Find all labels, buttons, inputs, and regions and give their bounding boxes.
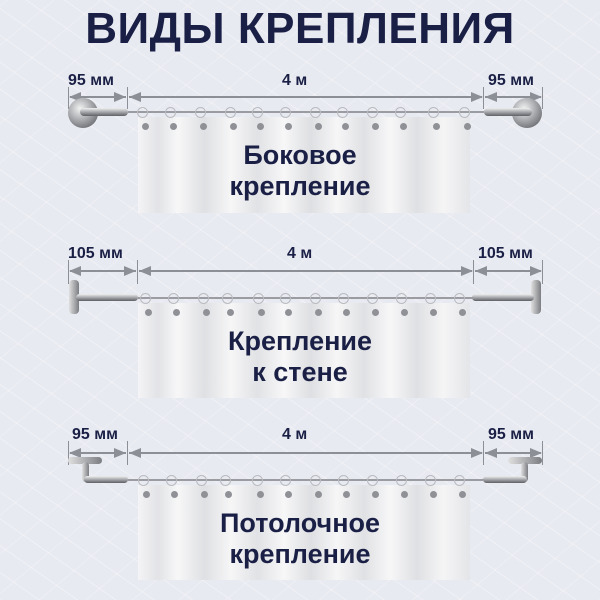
steel-cable — [128, 479, 484, 481]
left-dimension-label: 105 мм — [68, 245, 123, 262]
page-title: ВИДЫ КРЕПЛЕНИЯ — [85, 4, 515, 53]
shower-curtain-image — [138, 117, 470, 213]
mount-type-label: Крепление к стене — [0, 326, 600, 388]
right-dimension-label: 95 мм — [488, 72, 534, 89]
mount-type-label: Боковое крепление — [0, 140, 600, 202]
center-dimension-label: 4 м — [282, 426, 308, 443]
label-line-1: Потолочное — [219, 508, 381, 538]
center-dimension-label: 4 м — [287, 245, 313, 262]
center-dimension-label: 4 м — [282, 72, 308, 89]
label-line-1: Крепление — [227, 326, 373, 356]
shower-curtain-image — [138, 485, 470, 580]
steel-cable — [128, 111, 484, 113]
left-dimension-label: 95 мм — [72, 426, 118, 443]
steel-cable — [138, 297, 474, 299]
label-line-2: крепление — [229, 171, 371, 201]
left-dimension-label: 95 мм — [68, 72, 114, 89]
label-line-2: крепление — [229, 539, 371, 569]
right-dimension-label: 95 мм — [488, 426, 534, 443]
shower-curtain-image — [138, 303, 470, 398]
right-dimension-label: 105 мм — [478, 245, 533, 262]
label-line-2: к стене — [252, 357, 348, 387]
label-line-1: Боковое — [243, 140, 357, 170]
mount-type-label: Потолочное крепление — [0, 508, 600, 570]
